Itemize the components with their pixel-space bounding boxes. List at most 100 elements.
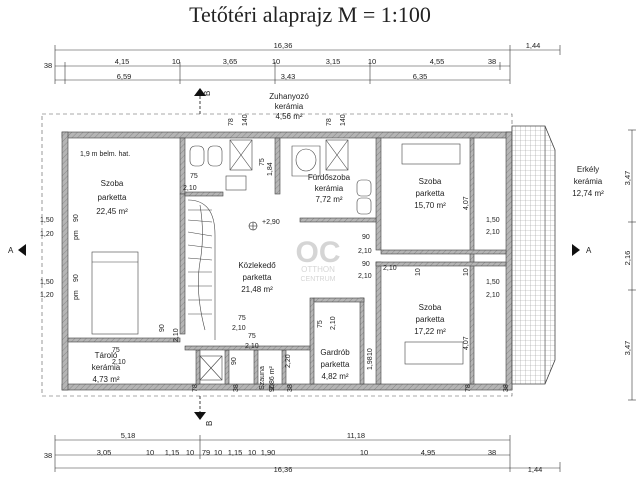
svg-text:140: 140 [340, 114, 347, 126]
bottom-ext-dim: 1,44 [528, 465, 543, 474]
bottom-dim-13: 4,95 [421, 448, 436, 457]
svg-text:90: 90 [362, 234, 370, 241]
svg-text:10: 10 [415, 268, 422, 276]
svg-text:parketta: parketta [321, 360, 350, 369]
top-dimensions [54, 45, 561, 84]
svg-text:pm: pm [73, 290, 80, 300]
svg-text:Gardrób: Gardrób [320, 348, 350, 357]
svg-text:Szoba: Szoba [419, 177, 442, 186]
svg-text:1,20: 1,20 [40, 292, 54, 299]
svg-text:7,72 m²: 7,72 m² [315, 195, 342, 204]
svg-text:1,50: 1,50 [40, 217, 54, 224]
bottom-dim-9: 1,15 [228, 448, 243, 457]
bathroom-fixtures [189, 139, 372, 215]
svg-text:140: 140 [242, 114, 249, 126]
svg-text:75: 75 [238, 315, 246, 322]
top-dim-11: 3,43 [281, 72, 296, 81]
svg-text:90: 90 [362, 261, 370, 268]
section-b-bottom-icon [194, 412, 206, 420]
svg-text:90: 90 [73, 274, 80, 282]
bottom-dim-12: 10 [360, 448, 368, 457]
svg-text:78: 78 [465, 384, 472, 392]
svg-text:10: 10 [367, 348, 374, 356]
svg-text:Szoba: Szoba [101, 179, 124, 188]
bottom-dim-left: 38 [44, 451, 52, 460]
svg-text:kerámia: kerámia [315, 184, 344, 193]
svg-text:38: 38 [233, 384, 240, 392]
svg-text:90: 90 [159, 324, 166, 332]
bottom-dim-11: 1,90 [261, 448, 276, 457]
svg-text:2,86 m²: 2,86 m² [269, 365, 276, 389]
svg-text:parketta: parketta [416, 315, 445, 324]
svg-text:kerámia: kerámia [92, 363, 121, 372]
svg-text:2,20: 2,20 [285, 354, 292, 368]
svg-text:1,84: 1,84 [267, 162, 274, 176]
section-markers [18, 88, 580, 420]
watermark-line2: CENTRUM [301, 276, 336, 283]
bottom-dim-3: 3,05 [97, 448, 112, 457]
section-b-top-icon [194, 88, 206, 96]
bottom-dim-5: 1,15 [165, 448, 180, 457]
room-tarolo: Tároló kerámia 4,73 m² [92, 351, 121, 384]
room-szauna: Szauna 2,86 m² [259, 365, 276, 389]
svg-text:Szoba: Szoba [419, 303, 442, 312]
room-szoba-3: Szoba parketta 17,22 m² [414, 303, 446, 336]
top-dim-8: 4,55 [430, 57, 445, 66]
svg-text:1,50: 1,50 [486, 217, 500, 224]
right-dim-2: 2,16 [623, 251, 632, 266]
top-dim-9: 38 [488, 57, 496, 66]
watermark-line1: OTTHON [301, 265, 335, 274]
svg-text:2,10: 2,10 [383, 265, 397, 272]
svg-text:90: 90 [269, 384, 276, 392]
top-dim-6: 3,15 [326, 57, 341, 66]
svg-text:12,74 m²: 12,74 m² [572, 189, 604, 198]
top-total-dim: 16,36 [274, 41, 293, 50]
svg-text:1,50: 1,50 [486, 279, 500, 286]
svg-text:75: 75 [259, 158, 266, 166]
svg-text:kerámia: kerámia [275, 102, 304, 111]
watermark-logo: OC [296, 236, 341, 269]
svg-text:pm: pm [73, 230, 80, 240]
svg-text:1,98: 1,98 [367, 356, 374, 370]
room-szoba-1: Szoba parketta 22,45 m² [96, 179, 128, 216]
svg-text:Szauna: Szauna [259, 366, 266, 390]
svg-text:2,10: 2,10 [358, 273, 372, 280]
section-a-right-icon [572, 244, 580, 256]
height-note: 1,9 m belm. hat. [80, 151, 130, 158]
svg-text:parketta: parketta [243, 273, 272, 282]
section-a-left-icon [18, 244, 26, 256]
svg-text:17,22 m²: 17,22 m² [414, 327, 446, 336]
level-marker-icon [248, 221, 258, 231]
svg-text:38: 38 [287, 384, 294, 392]
right-dim-1: 3,47 [623, 171, 632, 186]
bottom-dim-4: 10 [146, 448, 154, 457]
top-ext-dim: 1,44 [526, 41, 541, 50]
balcony [511, 125, 556, 385]
svg-text:Zuhanyozó: Zuhanyozó [269, 92, 309, 101]
svg-text:1,20: 1,20 [40, 231, 54, 238]
bottom-dim-2: 11,18 [347, 431, 365, 440]
svg-text:parketta: parketta [416, 189, 445, 198]
top-dim-2: 4,15 [115, 57, 130, 66]
svg-text:4,82 m²: 4,82 m² [321, 372, 348, 381]
svg-text:2,10: 2,10 [173, 328, 180, 342]
svg-text:15,70 m²: 15,70 m² [414, 201, 446, 210]
right-dimensions [628, 129, 636, 401]
top-dim-12: 6,35 [413, 72, 428, 81]
svg-text:4,56 m²: 4,56 m² [275, 112, 302, 121]
room-furdoszoba: Fürdőszoba kerámia 7,72 m² [308, 173, 351, 204]
top-dim-3: 10 [172, 57, 180, 66]
section-b-top-label: B [203, 91, 212, 96]
furniture [91, 143, 464, 381]
svg-text:75: 75 [317, 320, 324, 328]
room-zuhanyozo: Zuhanyozó kerámia 4,56 m² [269, 92, 309, 121]
bottom-dim-10: 10 [248, 448, 256, 457]
svg-text:Közlekedő: Közlekedő [238, 261, 276, 270]
top-dim-7: 10 [368, 57, 376, 66]
svg-text:4,07: 4,07 [463, 336, 470, 350]
svg-text:2,10: 2,10 [183, 185, 197, 192]
svg-text:10: 10 [463, 268, 470, 276]
svg-text:1,50: 1,50 [40, 279, 54, 286]
